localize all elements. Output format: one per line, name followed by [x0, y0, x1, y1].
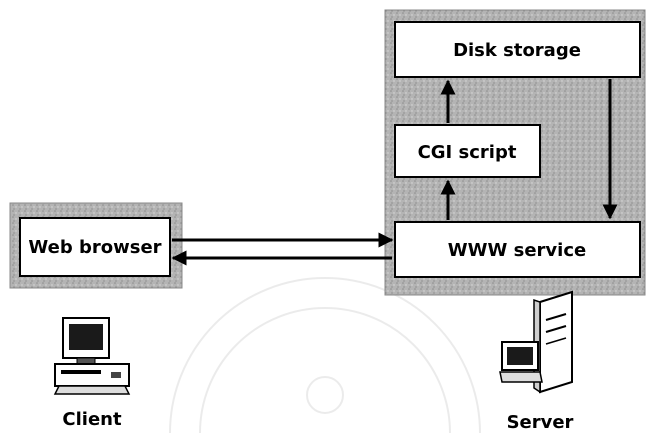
disk-storage-label: Disk storage [453, 40, 581, 61]
client-caption: Client [62, 409, 122, 430]
cgi-script-label: CGI script [418, 142, 517, 163]
server-tower-icon [500, 292, 572, 392]
disk-storage-node: Disk storage [395, 22, 640, 77]
cgi-script-node: CGI script [395, 125, 540, 177]
www-service-node: WWW service [395, 222, 640, 277]
web-browser-node: Web browser [20, 218, 170, 276]
computer-icon [55, 318, 129, 394]
www-service-label: WWW service [448, 240, 586, 261]
web-browser-label: Web browser [28, 237, 161, 258]
watermark-decoration [170, 278, 480, 433]
server-caption: Server [507, 412, 574, 433]
